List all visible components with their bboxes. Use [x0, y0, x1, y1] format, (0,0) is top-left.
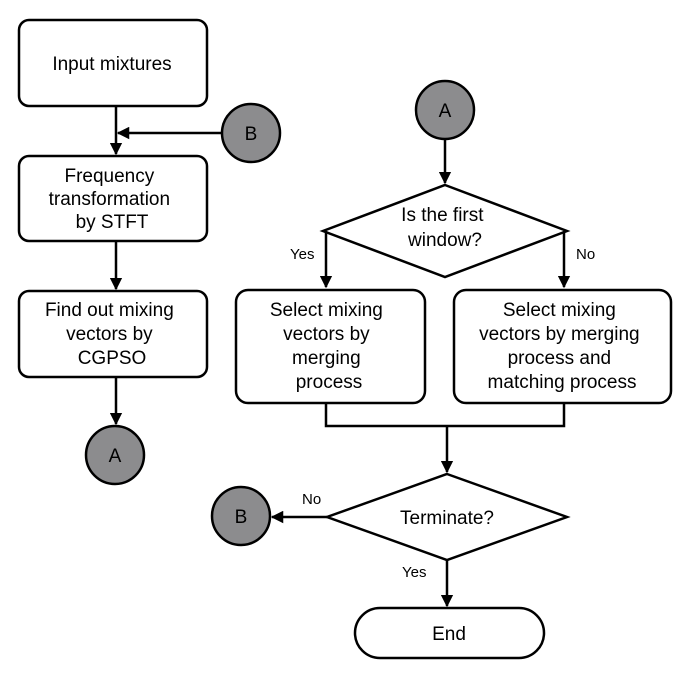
first-window-decision: Is the first window?	[319, 183, 571, 279]
frequency-line-3: by STFT	[76, 212, 149, 233]
connector-a-top: A	[414, 79, 476, 141]
select-matching-line-4: matching process	[488, 372, 637, 393]
no-label-first: No	[576, 246, 595, 263]
connector-b-top: B	[220, 102, 282, 164]
end-label: End	[432, 624, 466, 645]
select-merging-matching-box: Select mixing vectors by merging process…	[452, 288, 673, 405]
find-line-3: CGPSO	[78, 348, 147, 369]
svg-text:Find out mixing vectors: Find out mixing vectors by CGPSO	[45, 300, 179, 369]
select-matching-line-3: process and	[508, 348, 612, 369]
connector-a-top-label: A	[439, 101, 452, 122]
merge-connector	[324, 403, 566, 428]
connector-a-left: A	[84, 424, 146, 486]
decision-line-2: window?	[407, 230, 482, 251]
svg-text:Input mixtures: Input mixtures	[52, 54, 171, 75]
frequency-line-1: Frequency	[64, 166, 154, 187]
select-merging-line-3: merging	[292, 348, 361, 369]
end-terminal: End	[353, 606, 546, 660]
input-mixtures-line: Input mixtures	[52, 54, 171, 75]
select-merging-line-1: Select mixing	[270, 300, 383, 321]
connector-a-left-label: A	[109, 446, 122, 467]
svg-text:Select mixing vectors b: Select mixing vectors by merging process…	[479, 300, 645, 393]
connector-b-bottom-label: B	[235, 507, 248, 528]
terminate-label: Terminate?	[400, 508, 494, 529]
select-matching-line-2: vectors by merging	[479, 324, 640, 345]
select-merging-line-2: vectors by	[283, 324, 370, 345]
svg-text:Select mixing vectors b: Select mixing vectors by merging process	[270, 300, 388, 393]
select-merging-line-4: process	[296, 372, 363, 393]
yes-label-first: Yes	[290, 246, 314, 263]
no-label-terminate: No	[302, 491, 321, 508]
connector-b-top-label: B	[245, 124, 258, 145]
terminate-decision: Terminate?	[323, 472, 571, 562]
select-matching-line-1: Select mixing	[503, 300, 616, 321]
frequency-transformation-box: Frequency transformation by STFT	[17, 154, 209, 243]
input-mixtures-box: Input mixtures	[17, 18, 209, 108]
decision-line-1: Is the first	[401, 205, 484, 226]
find-mixing-vectors-box: Find out mixing vectors by CGPSO	[17, 289, 209, 379]
connector-b-bottom: B	[210, 485, 272, 547]
svg-text:Frequency transformation: Frequency transformation by STFT	[49, 166, 176, 233]
find-line-2: vectors by	[66, 324, 153, 345]
frequency-line-2: transformation	[49, 189, 170, 210]
yes-label-terminate: Yes	[402, 564, 426, 581]
svg-text:Is the first window?: Is the first window?	[401, 205, 489, 251]
select-merging-box: Select mixing vectors by merging process	[234, 288, 427, 405]
find-line-1: Find out mixing	[45, 300, 174, 321]
